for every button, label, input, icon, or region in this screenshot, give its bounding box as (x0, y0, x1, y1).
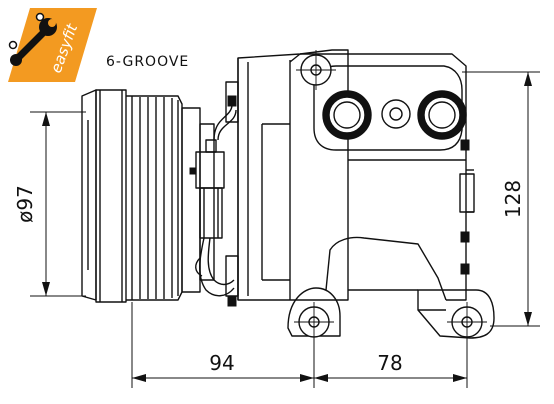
wire-connector (195, 105, 237, 297)
dimension-width-right: 78 (377, 351, 402, 375)
logo-badge (8, 8, 97, 82)
mounting-holes (294, 50, 487, 342)
compressor-body (225, 49, 475, 301)
pulley (81, 89, 215, 303)
refrigerant-ports (322, 90, 467, 140)
groove-label: 6-GROOVE (106, 54, 189, 70)
easyfit-logo: easyfit (8, 8, 97, 82)
dimension-diameter: ø97 (13, 185, 37, 223)
wrench-icon (8, 12, 57, 66)
mount-hole-top (296, 50, 336, 90)
dimension-width-left: 94 (209, 351, 234, 375)
mount-hole-bottom-left (294, 302, 334, 342)
dimension-height: 128 (501, 180, 525, 218)
dimension-lines (30, 71, 540, 388)
mounting-foot (287, 287, 495, 339)
compressor-outline (81, 49, 495, 339)
mount-hole-bottom-right (447, 302, 487, 342)
bolts (189, 95, 470, 307)
